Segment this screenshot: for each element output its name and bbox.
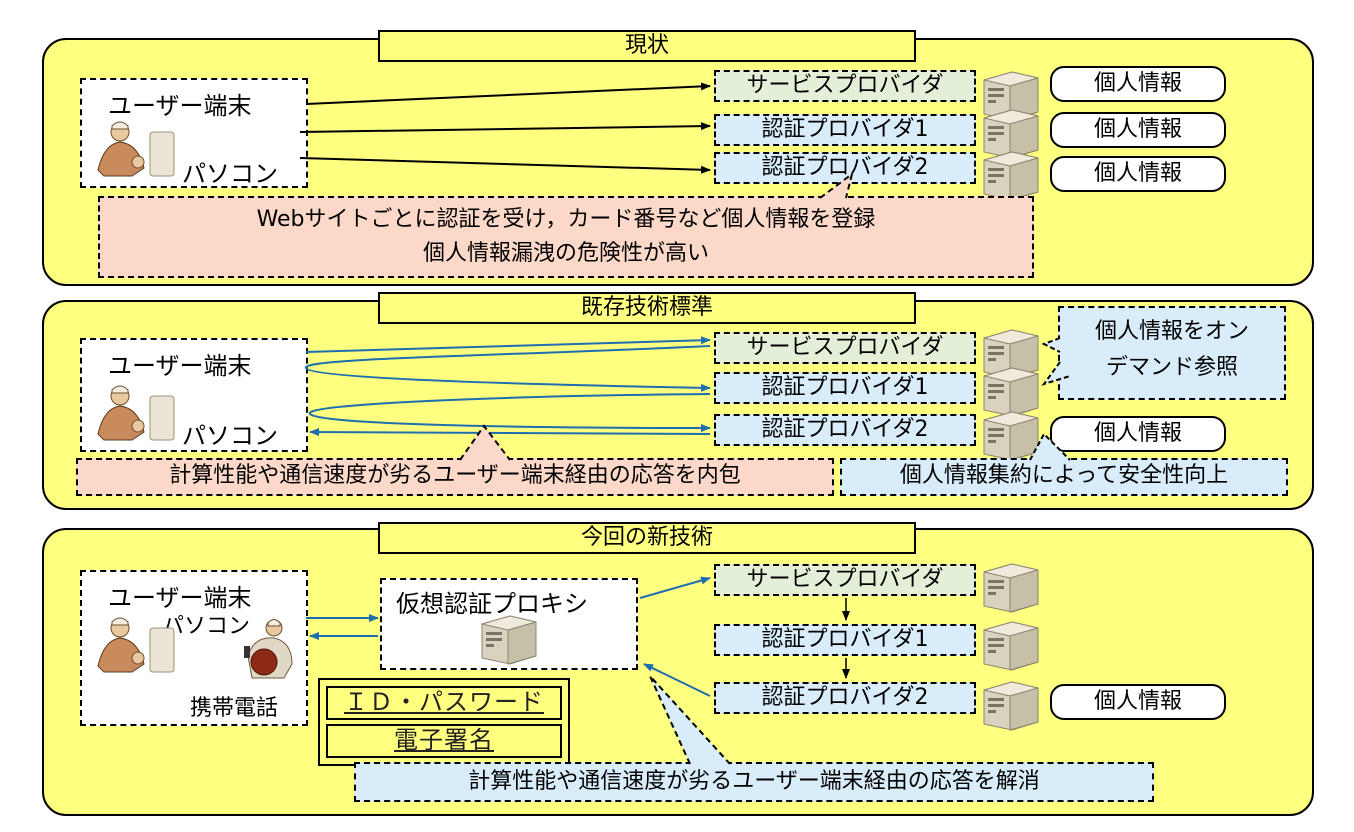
user-terminal-label: ユーザー端末	[108, 584, 252, 612]
arrow	[309, 428, 711, 437]
risk-note-line1: Webサイトごとに認証を受け，カード番号など個人情報を登録	[256, 207, 876, 232]
safety-note-text: 個人情報集約によって安全性向上	[899, 463, 1229, 488]
personal-info-pill: 個人情報	[1050, 156, 1226, 192]
auth-provider-2: 認証プロバイダ2	[714, 414, 976, 446]
panel-existing-title: 既存技術標準	[378, 292, 916, 324]
personal-info-pill: 個人情報	[1050, 112, 1226, 148]
id-password-credential: ＩＤ・パスワード	[326, 686, 562, 720]
auth-provider-1: 認証プロバイダ1	[714, 624, 976, 656]
server-icon	[978, 362, 1040, 418]
mobile-label: 携帯電話	[190, 696, 279, 721]
server-icon	[978, 558, 1040, 614]
arrow	[304, 345, 711, 392]
digital-signature-credential: 電子署名	[326, 724, 562, 758]
pc-label: パソコン	[162, 614, 251, 639]
server-icon	[978, 66, 1040, 122]
resolved-note-text: 計算性能や通信速度が劣るユーザー端末経由の応答を解消	[468, 769, 1040, 794]
ondemand-line2: デマンド参照	[1105, 355, 1238, 380]
arrow	[308, 393, 711, 432]
arrow	[643, 663, 711, 697]
arrow	[299, 157, 711, 174]
server-icon	[978, 324, 1040, 380]
service-provider: サービスプロバイダ	[714, 70, 976, 102]
personal-info-pill: 個人情報	[1050, 416, 1226, 452]
callout-tail	[1029, 432, 1071, 461]
callout-tail	[459, 424, 511, 461]
latency-note	[76, 458, 834, 496]
person-icon	[92, 382, 180, 446]
pc-label: パソコン	[182, 160, 278, 188]
callout-tail	[1041, 337, 1061, 353]
service-provider: サービスプロバイダ	[714, 564, 976, 596]
server-icon	[978, 676, 1040, 732]
auth-provider-1: 認証プロバイダ1	[714, 372, 976, 404]
proxy-label: 仮想認証プロキシ	[396, 590, 588, 618]
latency-note-text: 計算性能や通信速度が劣るユーザー端末経由の応答を内包	[169, 463, 741, 488]
risk-note	[98, 196, 1034, 278]
arrow	[639, 576, 711, 599]
resolved-note	[354, 762, 1154, 802]
callout-tail	[819, 171, 854, 199]
person-icon	[92, 614, 180, 678]
server-icon	[978, 104, 1040, 160]
phone-person-icon	[234, 616, 298, 686]
user-terminal-label: ユーザー端末	[108, 352, 252, 380]
arrow	[299, 122, 711, 133]
user-terminal-label: ユーザー端末	[108, 92, 252, 120]
auth-provider-2: 認証プロバイダ2	[714, 682, 976, 714]
pc-label: パソコン	[182, 422, 278, 450]
server-icon	[978, 146, 1040, 202]
arrow	[305, 336, 711, 353]
service-provider: サービスプロバイダ	[714, 332, 976, 364]
callout-tail	[1041, 361, 1071, 386]
person-icon	[92, 118, 180, 182]
callout-tail	[649, 675, 731, 765]
risk-note-line2: 個人情報漏洩の危険性が高い	[422, 241, 709, 266]
server-icon	[476, 610, 538, 666]
panel-new-title: 今回の新技術	[378, 522, 916, 554]
ondemand-callout	[1058, 306, 1286, 400]
ondemand-line1: 個人情報をオン	[1094, 319, 1249, 344]
auth-provider-2: 認証プロバイダ2	[714, 152, 976, 184]
personal-info-pill: 個人情報	[1050, 66, 1226, 102]
arrow	[305, 82, 711, 105]
panel-current-title: 現状	[378, 30, 916, 62]
personal-info-pill: 個人情報	[1050, 684, 1226, 720]
server-icon	[978, 616, 1040, 672]
auth-provider-1: 認証プロバイダ1	[714, 114, 976, 146]
